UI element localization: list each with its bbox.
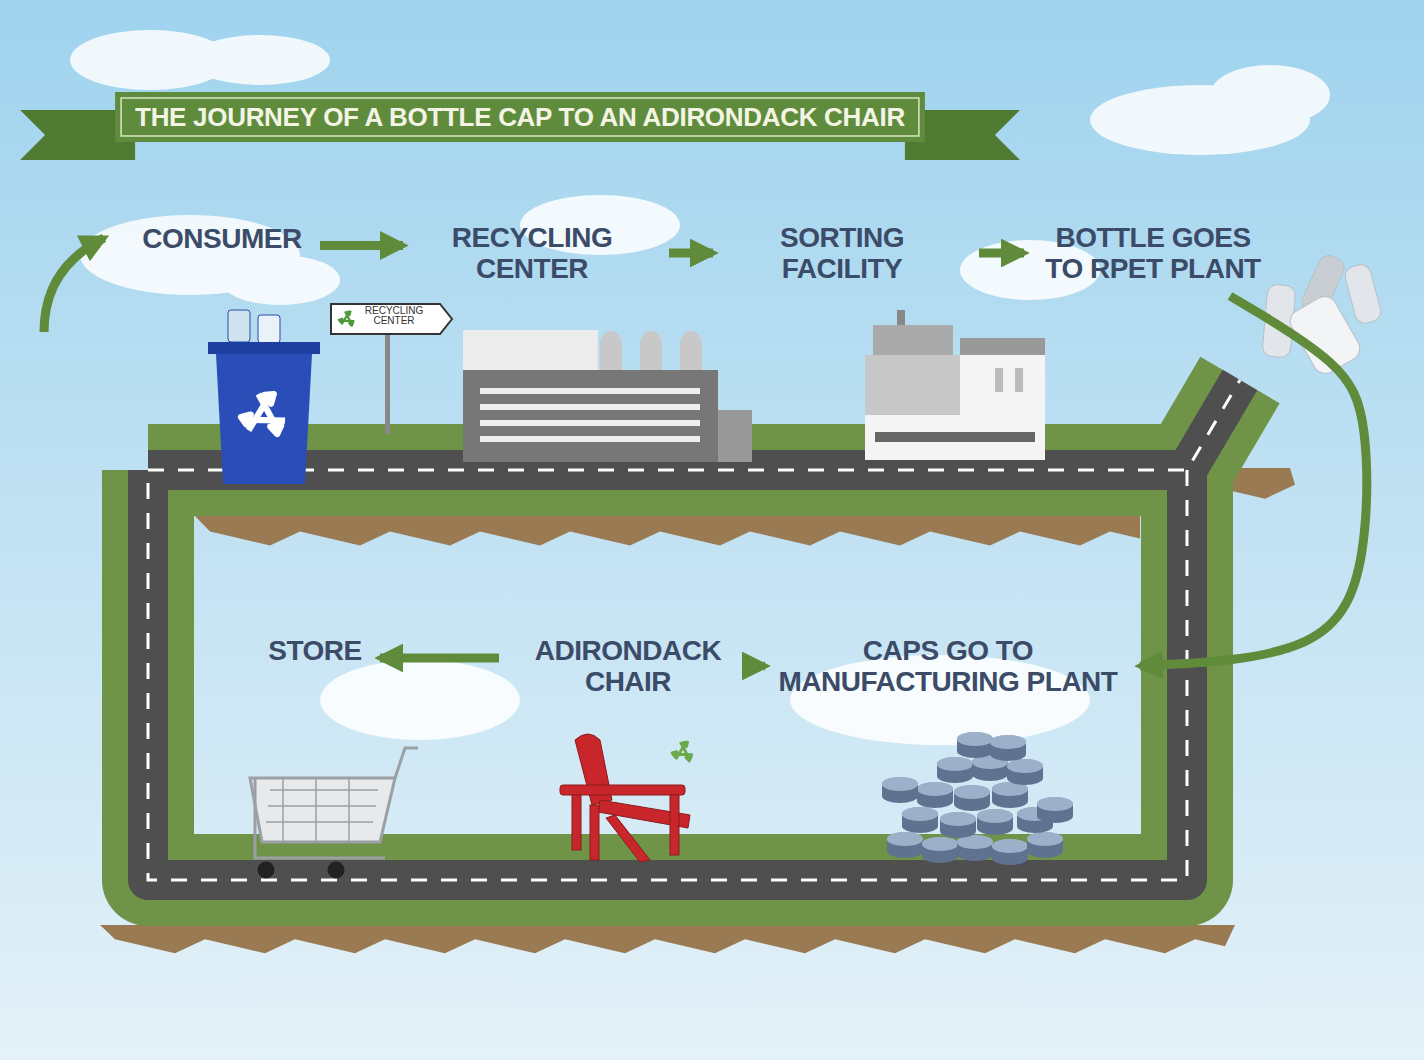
flow-arrow — [320, 241, 403, 250]
step-text: ADIRONDACK CHAIR — [513, 635, 743, 697]
recycle-symbol — [672, 742, 695, 763]
recycling-sign — [331, 304, 452, 434]
flow-arrow — [669, 249, 713, 258]
flow-arrow — [979, 249, 1024, 258]
flow-arrow — [764, 662, 765, 671]
step-text: CONSUMER — [138, 223, 306, 254]
crushed-bottles — [1262, 252, 1383, 377]
recycling-center-building — [463, 330, 752, 462]
recycling-bin — [208, 310, 320, 484]
step-label: STORE — [264, 635, 366, 666]
step-text: RECYCLING CENTER — [417, 222, 647, 284]
step-text: BOTTLE GOES TO RPET PLANT — [1038, 222, 1268, 284]
sorting-facility-building — [865, 310, 1045, 460]
flow-arrow — [380, 654, 499, 663]
sign-text: RECYCLING CENTER — [364, 306, 424, 326]
step-text: STORE — [264, 635, 366, 666]
step-label: SORTING FACILITY — [727, 222, 965, 284]
bottle-caps-pile — [882, 732, 1073, 865]
step-label: BOTTLE GOES TO RPET PLANT — [1038, 222, 1276, 284]
step-label: CAPS GO TO MANUFACTURING PLANT — [778, 635, 1126, 697]
step-label: CONSUMER — [138, 223, 306, 254]
step-label: RECYCLING CENTER — [417, 222, 655, 284]
title: THE JOURNEY OF A BOTTLE CAP TO AN ADIRON… — [135, 102, 905, 133]
adirondack-chair — [560, 734, 690, 862]
step-text: CAPS GO TO MANUFACTURING PLANT — [778, 635, 1118, 697]
loop-arrow — [44, 238, 104, 332]
step-label: ADIRONDACK CHAIR — [513, 635, 751, 697]
step-text: SORTING FACILITY — [727, 222, 957, 284]
shopping-cart — [250, 748, 418, 877]
title-banner — [20, 92, 1020, 160]
flow-arrow — [1140, 296, 1367, 666]
